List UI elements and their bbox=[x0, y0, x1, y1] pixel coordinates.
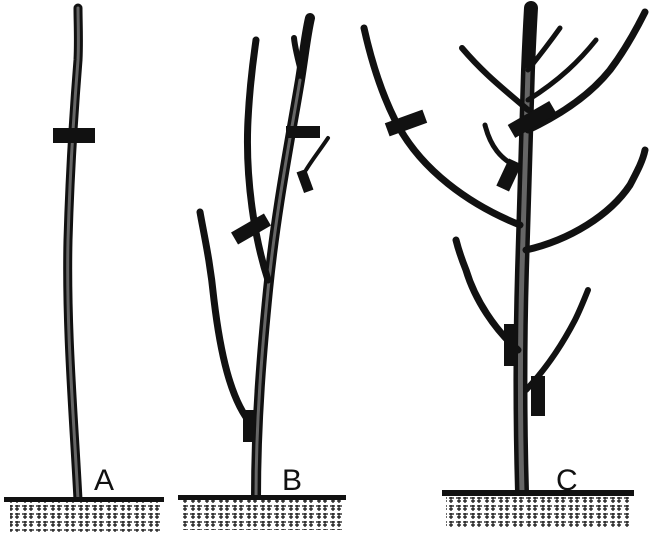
ground-b bbox=[178, 495, 346, 530]
ground-c bbox=[442, 490, 634, 528]
ground-a bbox=[4, 497, 164, 532]
tree-b-cut-mark-1 bbox=[286, 126, 320, 138]
tree-c-branch-left-upper bbox=[462, 48, 528, 110]
tree-b bbox=[200, 18, 328, 498]
tree-c-branch-right-low bbox=[526, 290, 588, 390]
label-a: A bbox=[94, 464, 114, 497]
tree-b-branch-left-high bbox=[247, 40, 268, 280]
tree-a-cut-mark bbox=[53, 128, 95, 143]
tree-b-cut-mark-4 bbox=[243, 410, 255, 442]
tree-b-branch-side bbox=[306, 138, 328, 170]
tree-a bbox=[53, 8, 95, 500]
label-b: B bbox=[282, 464, 302, 497]
tree-b-cut-mark-2 bbox=[297, 169, 314, 193]
tree-c-cut-mark-5 bbox=[531, 376, 545, 416]
tree-c-branch-right-mid bbox=[526, 150, 645, 250]
tree-c bbox=[364, 8, 645, 492]
tree-b-branch-left-low bbox=[200, 212, 252, 425]
label-c: C bbox=[556, 464, 578, 497]
tree-c-cut-mark-4 bbox=[504, 324, 518, 366]
